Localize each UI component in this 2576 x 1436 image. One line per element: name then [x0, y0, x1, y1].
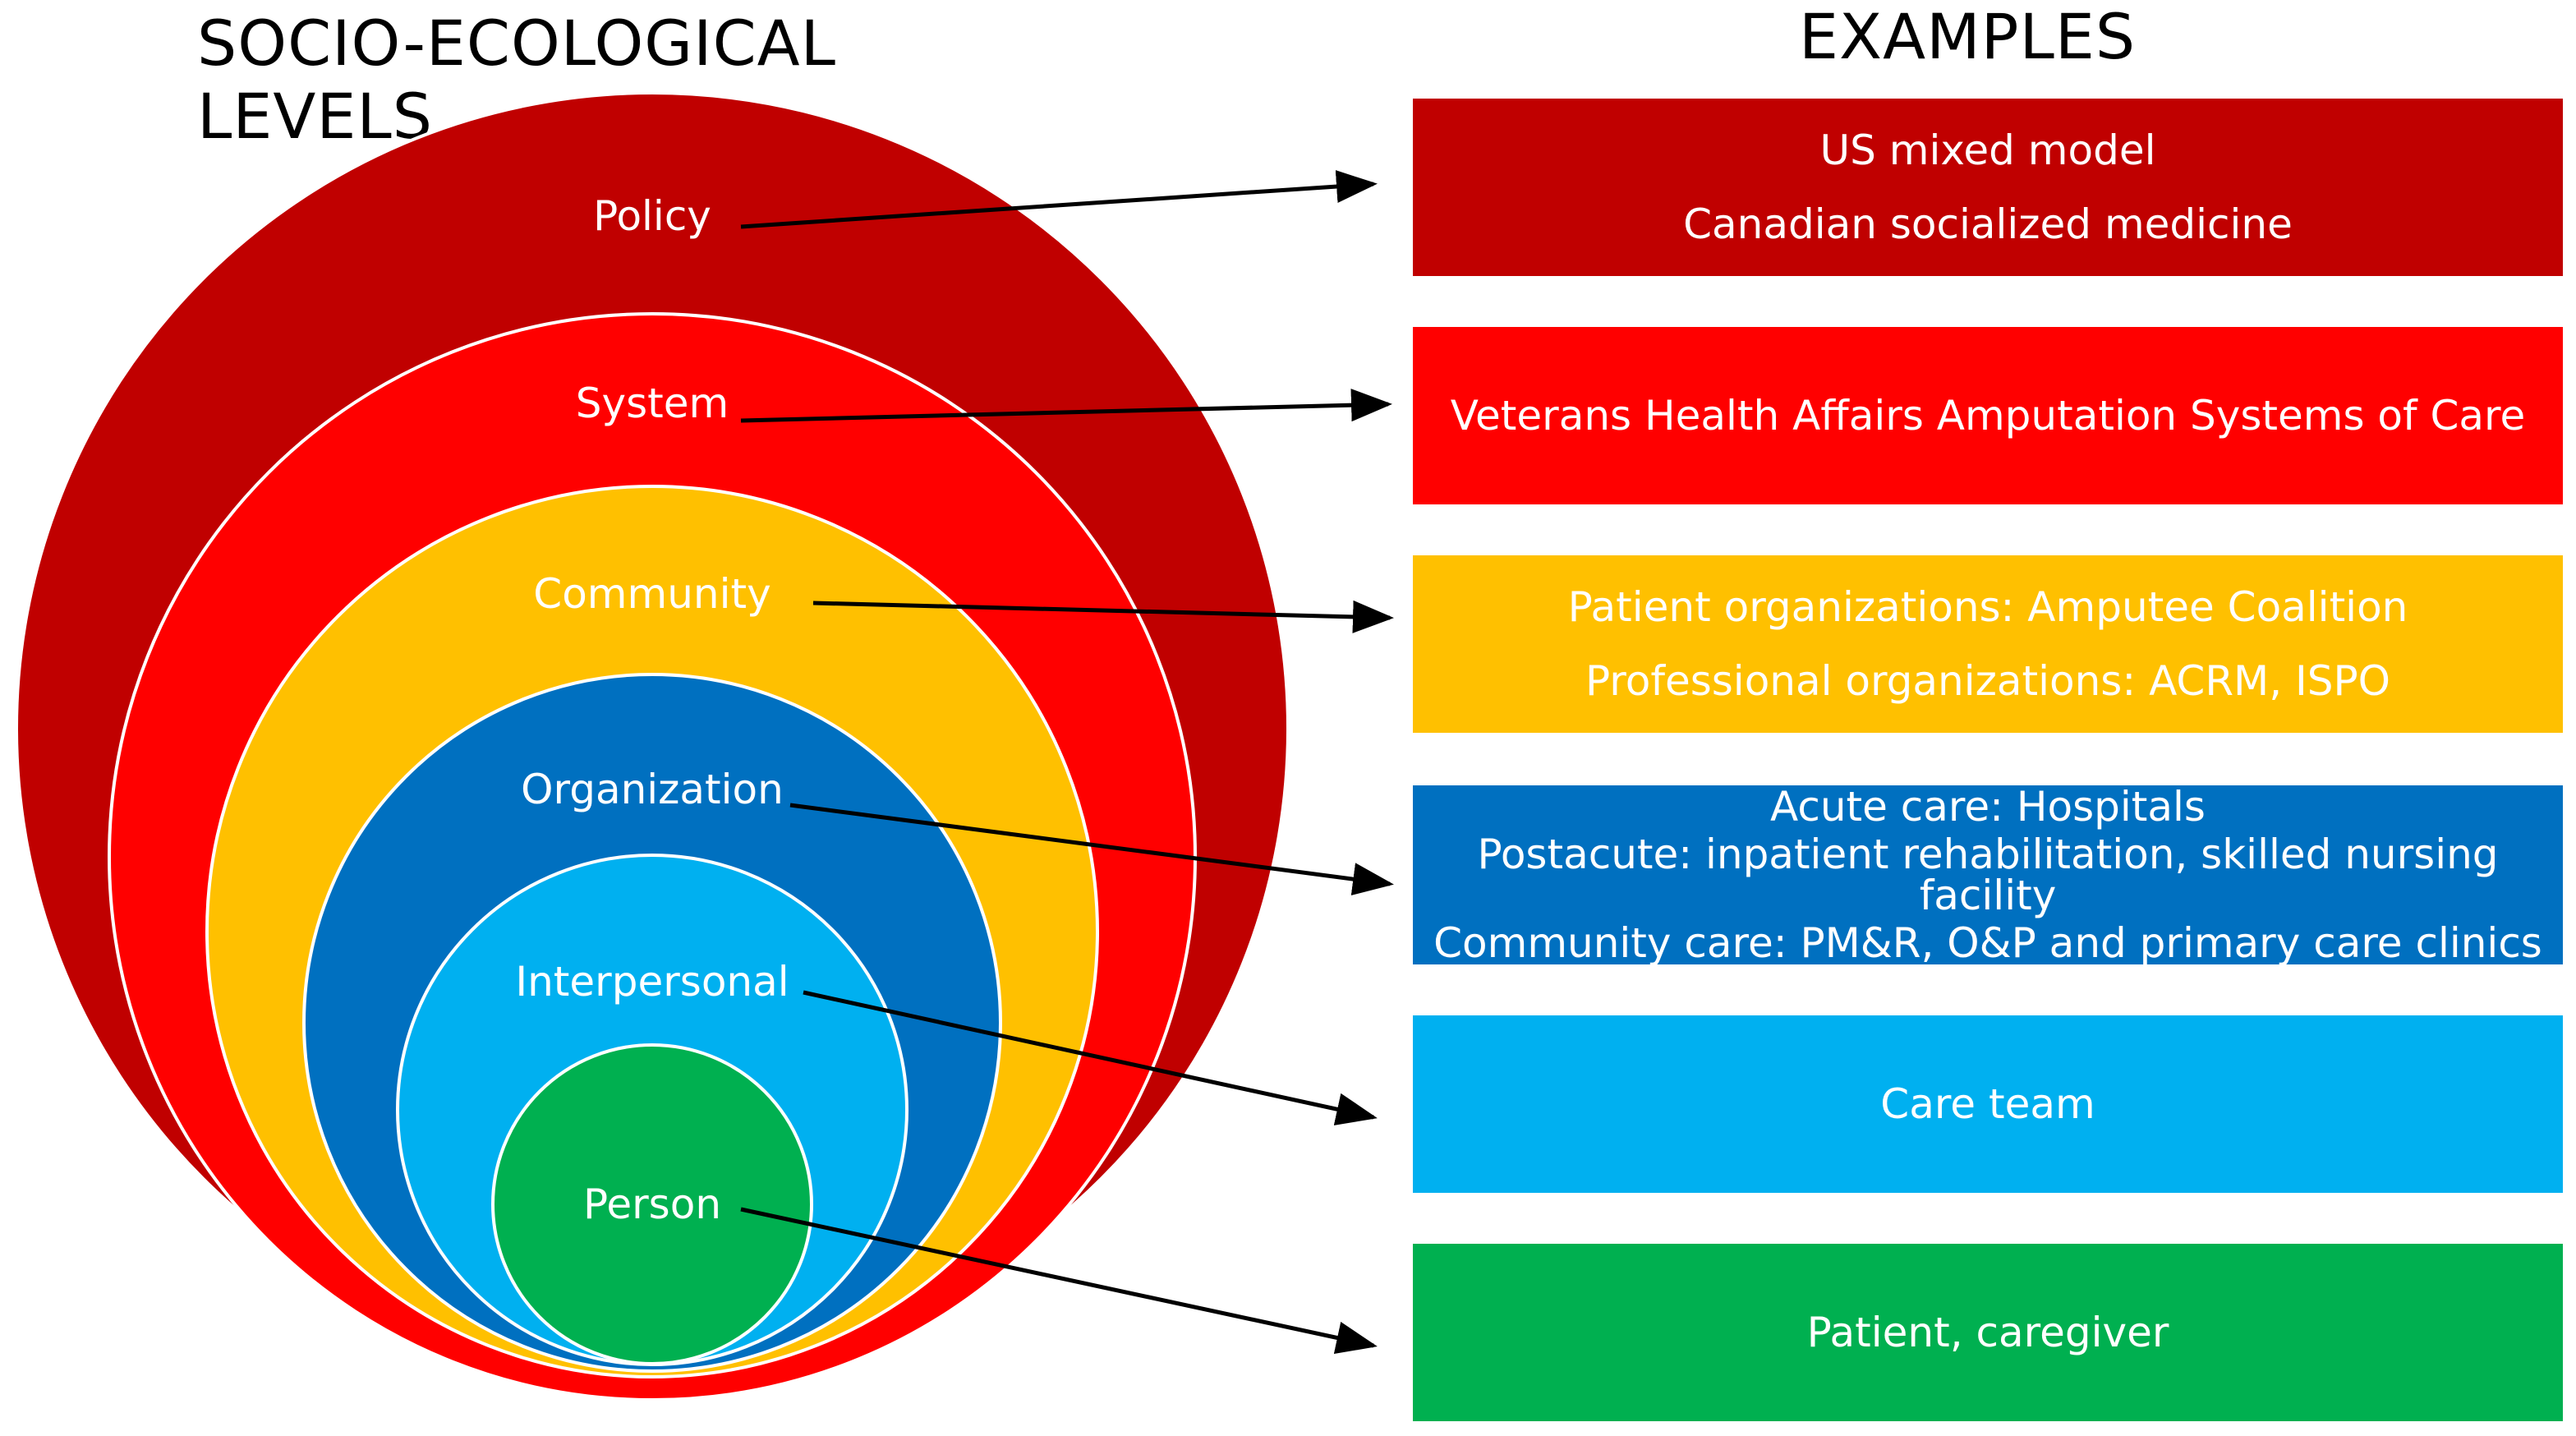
circle-person	[491, 1043, 813, 1365]
arrow-policy	[740, 170, 1378, 229]
example-line: Patient organizations: Amputee Coalition	[1567, 583, 2408, 631]
level-label-system: System	[576, 380, 729, 427]
example-line: Care team	[1880, 1080, 2095, 1128]
example-line: Canadian socialized medicine	[1683, 200, 2293, 248]
level-label-person: Person	[583, 1181, 721, 1228]
level-label-interpersonal: Interpersonal	[515, 958, 789, 1006]
example-box-system: Veterans Health Affairs Amputation Syste…	[1413, 327, 2563, 504]
levels-title: SOCIO-ECOLOGICAL LEVELS	[197, 7, 836, 153]
level-label-community: Community	[533, 570, 770, 618]
level-label-policy: Policy	[593, 192, 711, 240]
example-line: US mixed model	[1819, 127, 2156, 174]
example-line: Professional organizations: ACRM, ISPO	[1585, 657, 2390, 705]
arrow-organization	[789, 803, 1394, 895]
example-box-interpersonal: Care team	[1413, 1015, 2563, 1193]
arrow-interpersonal	[803, 990, 1378, 1125]
examples-title: EXAMPLES	[1799, 0, 2137, 73]
example-line: Veterans Health Affairs Amputation Syste…	[1450, 392, 2526, 440]
example-line: Acute care: Hospitals	[1770, 783, 2206, 831]
example-box-policy: US mixed model Canadian socialized medic…	[1413, 99, 2563, 276]
arrow-community	[812, 600, 1394, 633]
example-line: Patient, caregiver	[1806, 1309, 2169, 1356]
example-box-organization: Acute care: Hospitals Postacute: inpatie…	[1413, 785, 2563, 964]
example-box-person: Patient, caregiver	[1413, 1244, 2563, 1421]
example-box-community: Patient organizations: Amputee Coalition…	[1413, 555, 2563, 733]
example-line: Postacute: inpatient rehabilitation, ski…	[1477, 831, 2499, 919]
level-label-organization: Organization	[521, 766, 784, 813]
arrow-person	[740, 1207, 1378, 1355]
arrow-system	[740, 389, 1392, 423]
example-line: Community care: PM&R, O&P and primary ca…	[1433, 919, 2542, 967]
